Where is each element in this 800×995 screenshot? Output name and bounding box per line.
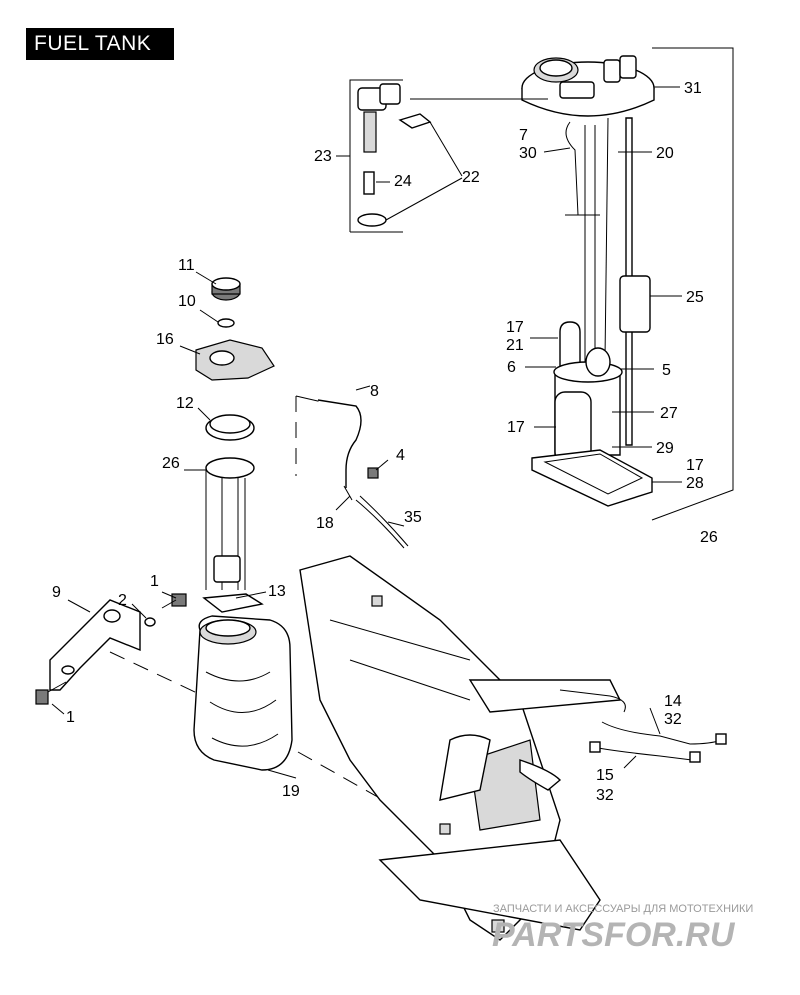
callout-6: 6: [507, 359, 516, 376]
callout-30: 30: [519, 145, 537, 162]
callout-7: 7: [519, 127, 528, 144]
callout-17-strainer: 17: [507, 419, 525, 436]
vent-hoses: [295, 385, 409, 549]
tank-top-parts: [179, 271, 275, 613]
callout-24: 24: [394, 173, 412, 190]
watermark-logo-text: PARTSFOR.RU: [492, 916, 736, 954]
callout-4: 4: [396, 447, 405, 464]
callout-12: 12: [176, 395, 194, 412]
fuel-tank-body: [193, 615, 441, 833]
callout-2: 2: [118, 592, 127, 609]
callout-23: 23: [314, 148, 332, 165]
connector-kit-detail: [336, 79, 548, 233]
callout-26-small: 26: [162, 455, 180, 472]
callout-20: 20: [656, 145, 674, 162]
callout-29: 29: [656, 440, 674, 457]
callout-19: 19: [282, 783, 300, 800]
callout-31: 31: [684, 80, 702, 97]
callout-18: 18: [316, 515, 334, 532]
callout-13: 13: [268, 583, 286, 600]
watermark: ЗАПЧАСТИ И АКСЕССУАРЫ ДЛЯ МОТОТЕХНИКИ PA…: [492, 903, 753, 954]
callout-27: 27: [660, 405, 678, 422]
callout-labels: 31 7 30 20 23 22 24 25 17 21 6 5 27 17 2…: [52, 80, 718, 804]
callout-8: 8: [370, 383, 379, 400]
page-title: FUEL TANK: [26, 28, 174, 60]
callout-22: 22: [462, 169, 480, 186]
callout-25: 25: [686, 289, 704, 306]
callout-10: 10: [178, 293, 196, 310]
callout-35: 35: [404, 509, 422, 526]
callout-21: 21: [506, 337, 524, 354]
callout-11: 11: [178, 257, 195, 274]
callout-1-upper: 1: [150, 573, 159, 590]
callout-28: 28: [686, 475, 704, 492]
motorcycle-frame: [299, 555, 626, 941]
callout-32-lower: 32: [596, 787, 614, 804]
callout-5: 5: [662, 362, 671, 379]
watermark-tagline: ЗАПЧАСТИ И АКСЕССУАРЫ ДЛЯ МОТОТЕХНИКИ: [493, 903, 753, 915]
callout-17-filter: 17: [506, 319, 524, 336]
callout-9: 9: [52, 584, 61, 601]
callout-15: 15: [596, 767, 614, 784]
callout-17-base: 17: [686, 457, 704, 474]
fuel-lines: [589, 707, 727, 769]
callout-14: 14: [664, 693, 682, 710]
callout-16: 16: [156, 331, 174, 348]
mount-bracket: [35, 591, 247, 717]
callout-26-module: 26: [700, 529, 718, 546]
callout-1-lower: 1: [66, 709, 75, 726]
callout-32-upper: 32: [664, 711, 682, 728]
fuel-pump-module-detail: [521, 47, 734, 521]
